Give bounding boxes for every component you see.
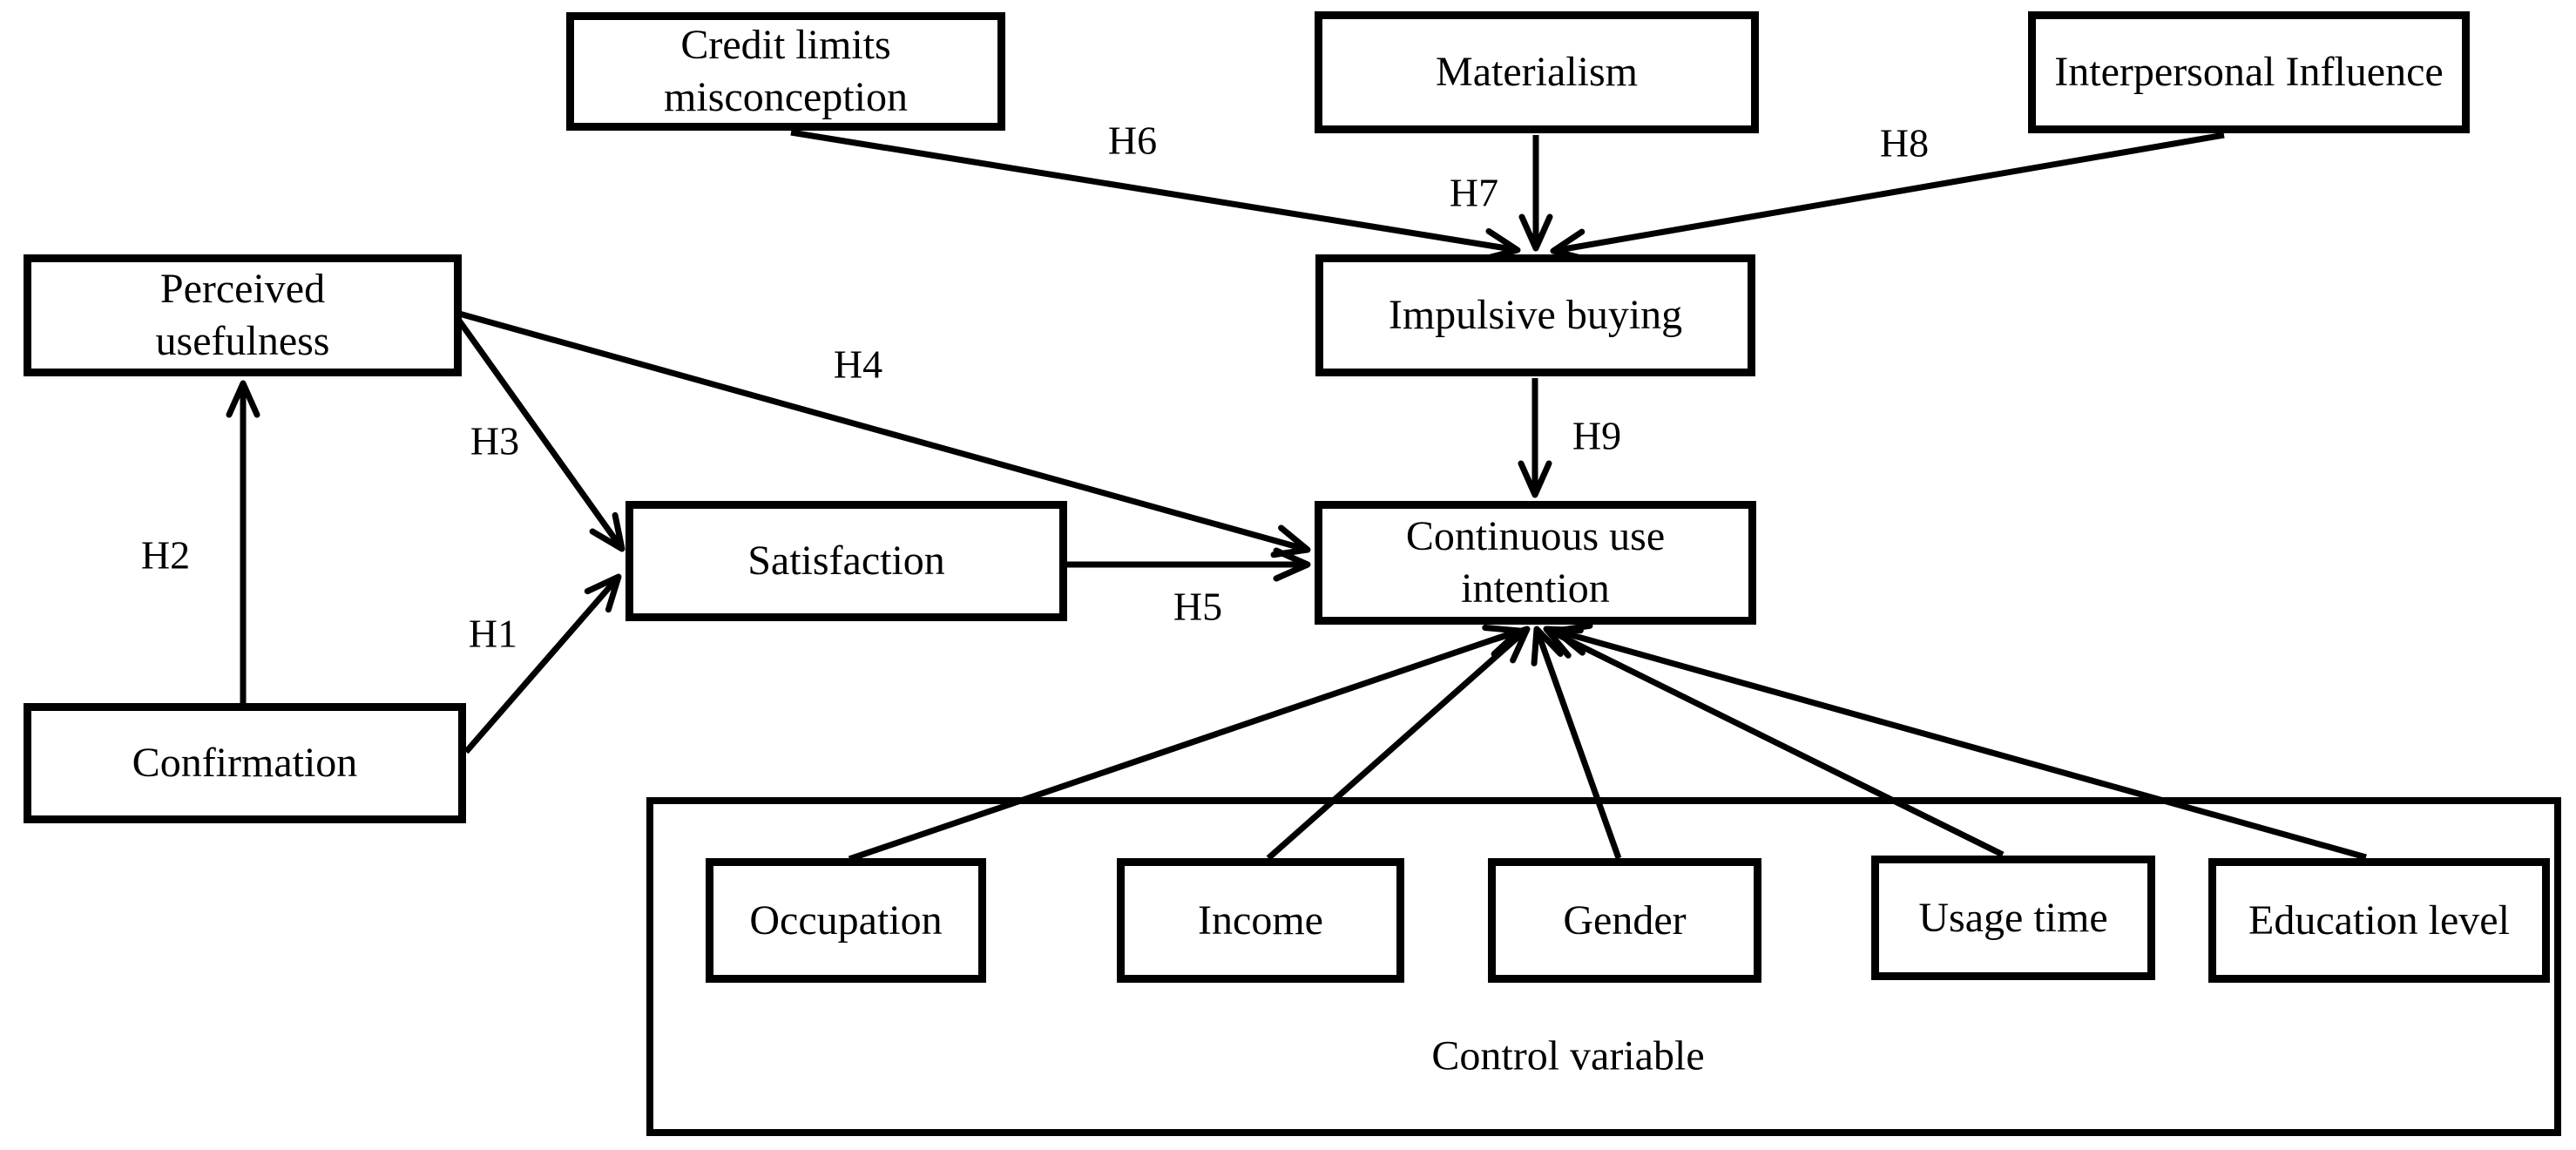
edge-h1 [463, 573, 622, 754]
node-interpersonal-influence: Interpersonal Influence [2028, 11, 2470, 133]
node-income: Income [1117, 858, 1404, 983]
edge-label-h3: H3 [470, 418, 520, 463]
node-gender: Gender [1488, 858, 1761, 983]
node-materialism: Materialism [1315, 11, 1759, 133]
node-credit-limits-misconception: Credit limits misconception [566, 12, 1005, 131]
edge-label-h6: H6 [1107, 118, 1158, 163]
edge-label-h1: H1 [468, 611, 518, 656]
node-education-level: Education level [2208, 858, 2550, 983]
edge-label-h8: H8 [1879, 120, 1930, 166]
node-occupation: Occupation [706, 858, 986, 983]
edge-label-h7: H7 [1449, 170, 1499, 215]
node-continuous-use-intention: Continuous use intention [1315, 501, 1756, 625]
edge-label-h9: H9 [1572, 413, 1622, 458]
control-variable-label: Control variable [1431, 1032, 1705, 1079]
edge-label-h5: H5 [1173, 584, 1223, 629]
node-satisfaction: Satisfaction [625, 501, 1067, 621]
edge-label-h4: H4 [833, 342, 883, 387]
node-perceived-usefulness: Perceived usefulness [24, 254, 462, 376]
node-confirmation: Confirmation [24, 703, 466, 823]
node-impulsive-buying: Impulsive buying [1315, 254, 1755, 376]
node-usage-time: Usage time [1871, 856, 2155, 980]
edge-label-h2: H2 [140, 532, 191, 578]
